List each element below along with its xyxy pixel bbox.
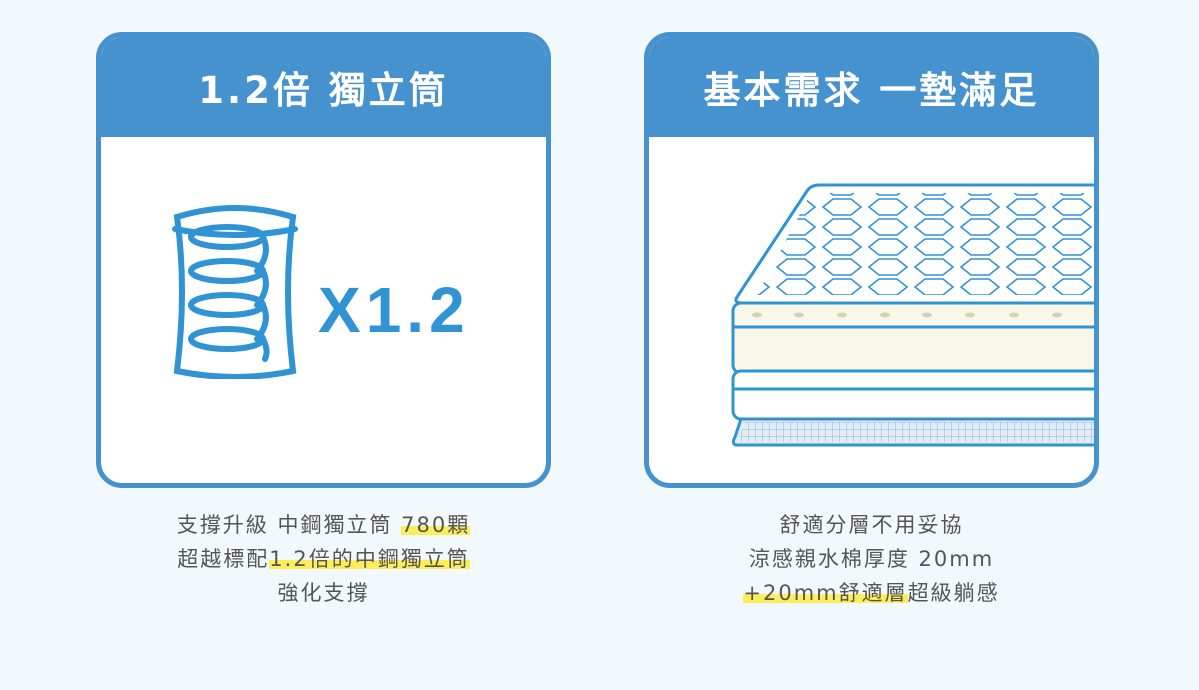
description-line: 舒適分層不用妥協 (779, 513, 964, 537)
description-line: 超越標配1.2倍的中鋼獨立筒 (177, 547, 470, 571)
spring-coil-icon (172, 205, 298, 379)
highlighted-text: +20mm舒適層 (743, 581, 908, 605)
highlighted-text: 780顆 (401, 513, 471, 537)
multiplier-label: X1.2 (318, 274, 470, 346)
card-body: X1.2 (101, 137, 546, 483)
card-description: 支撐升級 中鋼獨立筒 780顆 超越標配1.2倍的中鋼獨立筒 強化支撐 (96, 508, 551, 610)
layered-mattress-icon (731, 183, 1094, 447)
feature-card-spring: 1.2倍 獨立筒 X1.2 (96, 32, 551, 488)
card-title: 1.2倍 獨立筒 (101, 37, 546, 137)
card-title: 基本需求 一墊滿足 (649, 37, 1094, 137)
description-line: +20mm舒適層超級躺感 (743, 581, 1000, 605)
feature-card-mattress: 基本需求 一墊滿足 (644, 32, 1099, 488)
description-line: 強化支撐 (277, 581, 370, 605)
description-line: 涼感親水棉厚度 20mm (748, 547, 995, 571)
description-line: 支撐升級 中鋼獨立筒 780顆 (176, 513, 471, 537)
highlighted-text: 1.2倍的中鋼獨立筒 (269, 547, 470, 571)
card-body (649, 137, 1094, 483)
card-description: 舒適分層不用妥協 涼感親水棉厚度 20mm +20mm舒適層超級躺感 (644, 508, 1099, 610)
